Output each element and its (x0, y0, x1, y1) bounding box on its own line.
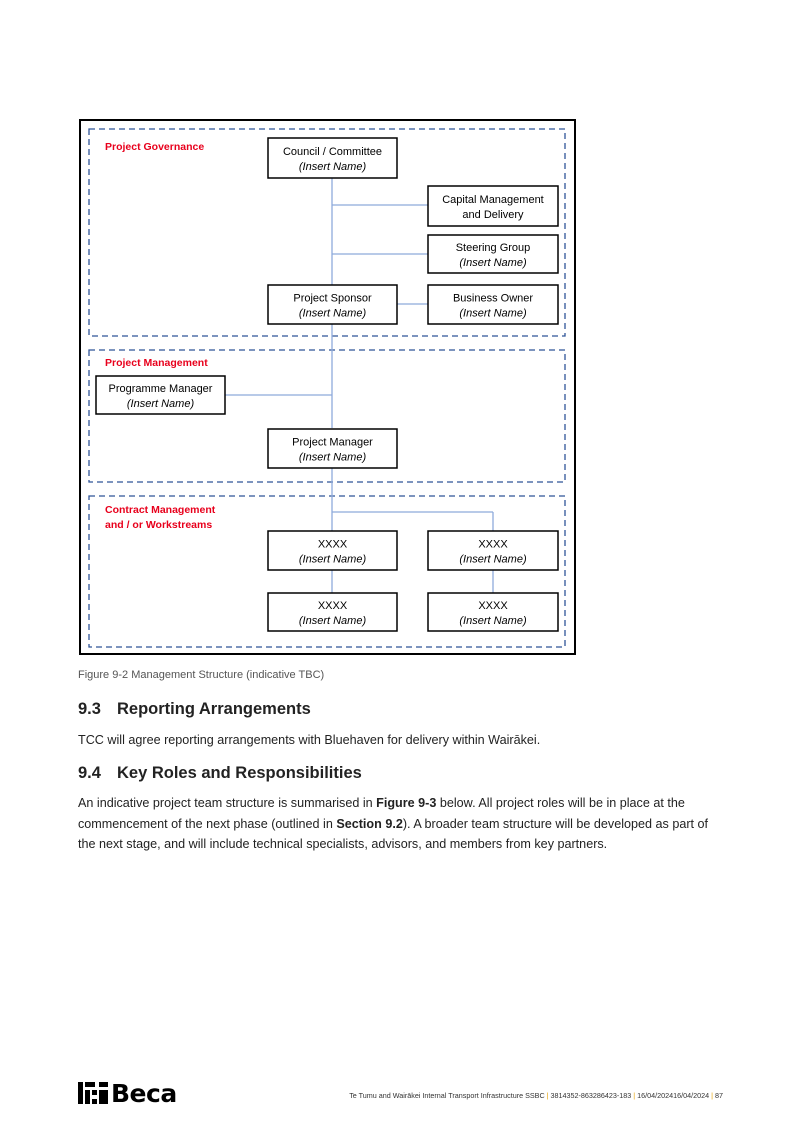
body-text: An indicative project team structure is … (78, 796, 377, 810)
box-subtitle: and Delivery (462, 209, 524, 221)
footer-doc-ref: 3814352-863286423-183 (550, 1091, 632, 1100)
footer-text: Te Tumu and Wairākei Internal Transport … (349, 1091, 723, 1100)
box-frame (267, 284, 398, 325)
box-title: Council / Committee (283, 146, 382, 158)
beca-logo-icon (78, 1082, 108, 1104)
section-9-3-body: TCC will agree reporting arrangements wi… (78, 733, 541, 747)
box-ws1-top: XXXX (Insert Name) (267, 530, 398, 571)
box-subtitle: (Insert Name) (459, 615, 527, 627)
box-subtitle: (Insert Name) (299, 308, 367, 320)
box-title: Steering Group (456, 242, 531, 254)
box-programme-manager: Programme Manager (Insert Name) (95, 375, 226, 415)
section-9-4-body: An indicative project team structure is … (78, 793, 728, 855)
box-title: Business Owner (453, 293, 533, 305)
governance-region (88, 128, 566, 337)
box-sponsor: Project Sponsor (Insert Name) (267, 284, 398, 325)
box-title: Capital Management (442, 194, 544, 206)
box-ws2-top: XXXX (Insert Name) (427, 530, 559, 571)
section-heading-9-4: 9.4 Key Roles and Responsibilities (78, 764, 362, 783)
section-label-management: Project Management (105, 357, 208, 369)
section-title: Reporting Arrangements (117, 700, 311, 718)
box-frame (267, 428, 398, 469)
box-frame (427, 592, 559, 632)
section-label-governance: Project Governance (105, 141, 204, 153)
box-frame (267, 592, 398, 632)
contract-region (88, 495, 566, 648)
box-subtitle: (Insert Name) (299, 161, 367, 173)
box-title: XXXX (478, 600, 508, 612)
box-ws1-bottom: XXXX (Insert Name) (267, 592, 398, 632)
figure-caption: Figure 9-2 Management Structure (indicat… (78, 669, 325, 681)
box-frame (427, 530, 559, 571)
box-frame (427, 185, 559, 227)
box-project-manager: Project Manager (Insert Name) (267, 428, 398, 469)
page-number: 87 (715, 1091, 723, 1100)
footer-date: 16/04/202416/04/2024 (637, 1091, 710, 1100)
box-business-owner: Business Owner (Insert Name) (427, 284, 559, 325)
box-steering: Steering Group (Insert Name) (427, 234, 559, 274)
section-label-contract-1: Contract Management (105, 504, 216, 516)
box-subtitle: (Insert Name) (459, 308, 527, 320)
box-subtitle: (Insert Name) (299, 554, 367, 566)
box-subtitle: (Insert Name) (127, 398, 195, 410)
box-title: XXXX (318, 600, 348, 612)
section-number: 9.4 (78, 764, 101, 782)
box-frame (427, 234, 559, 274)
section-heading-9-3: 9.3 Reporting Arrangements (78, 700, 311, 719)
box-title: Programme Manager (109, 383, 213, 395)
management-structure-diagram: Project Governance Project Management Co… (79, 119, 576, 655)
box-subtitle: (Insert Name) (299, 615, 367, 627)
management-region (88, 349, 566, 483)
box-ws2-bottom: XXXX (Insert Name) (427, 592, 559, 632)
box-frame (95, 375, 226, 415)
section-reference: Section 9.2 (336, 816, 403, 831)
box-title: Project Sponsor (293, 293, 372, 305)
box-frame (267, 137, 398, 179)
figure-reference: Figure 9-3 (376, 796, 437, 810)
beca-logo-text: Beca (111, 1078, 177, 1108)
section-number: 9.3 (78, 700, 101, 718)
box-frame (267, 530, 398, 571)
section-title: Key Roles and Responsibilities (117, 764, 362, 782)
box-title: Project Manager (292, 437, 373, 449)
box-subtitle: (Insert Name) (299, 452, 367, 464)
box-title: XXXX (478, 539, 508, 551)
box-capital: Capital Management and Delivery (427, 185, 559, 227)
connectors (225, 178, 494, 593)
box-council: Council / Committee (Insert Name) (267, 137, 398, 179)
box-frame (427, 284, 559, 325)
beca-logo: Beca (78, 1078, 177, 1108)
body-text: below. All project roles will be in plac… (78, 796, 685, 831)
box-title: XXXX (318, 539, 348, 551)
footer-doc-title: Te Tumu and Wairākei Internal Transport … (349, 1091, 545, 1100)
box-subtitle: (Insert Name) (459, 257, 527, 269)
body-text: ). A broader team structure will be deve… (78, 816, 709, 852)
box-subtitle: (Insert Name) (459, 554, 527, 566)
section-label-contract-2: and / or Workstreams (105, 519, 212, 531)
